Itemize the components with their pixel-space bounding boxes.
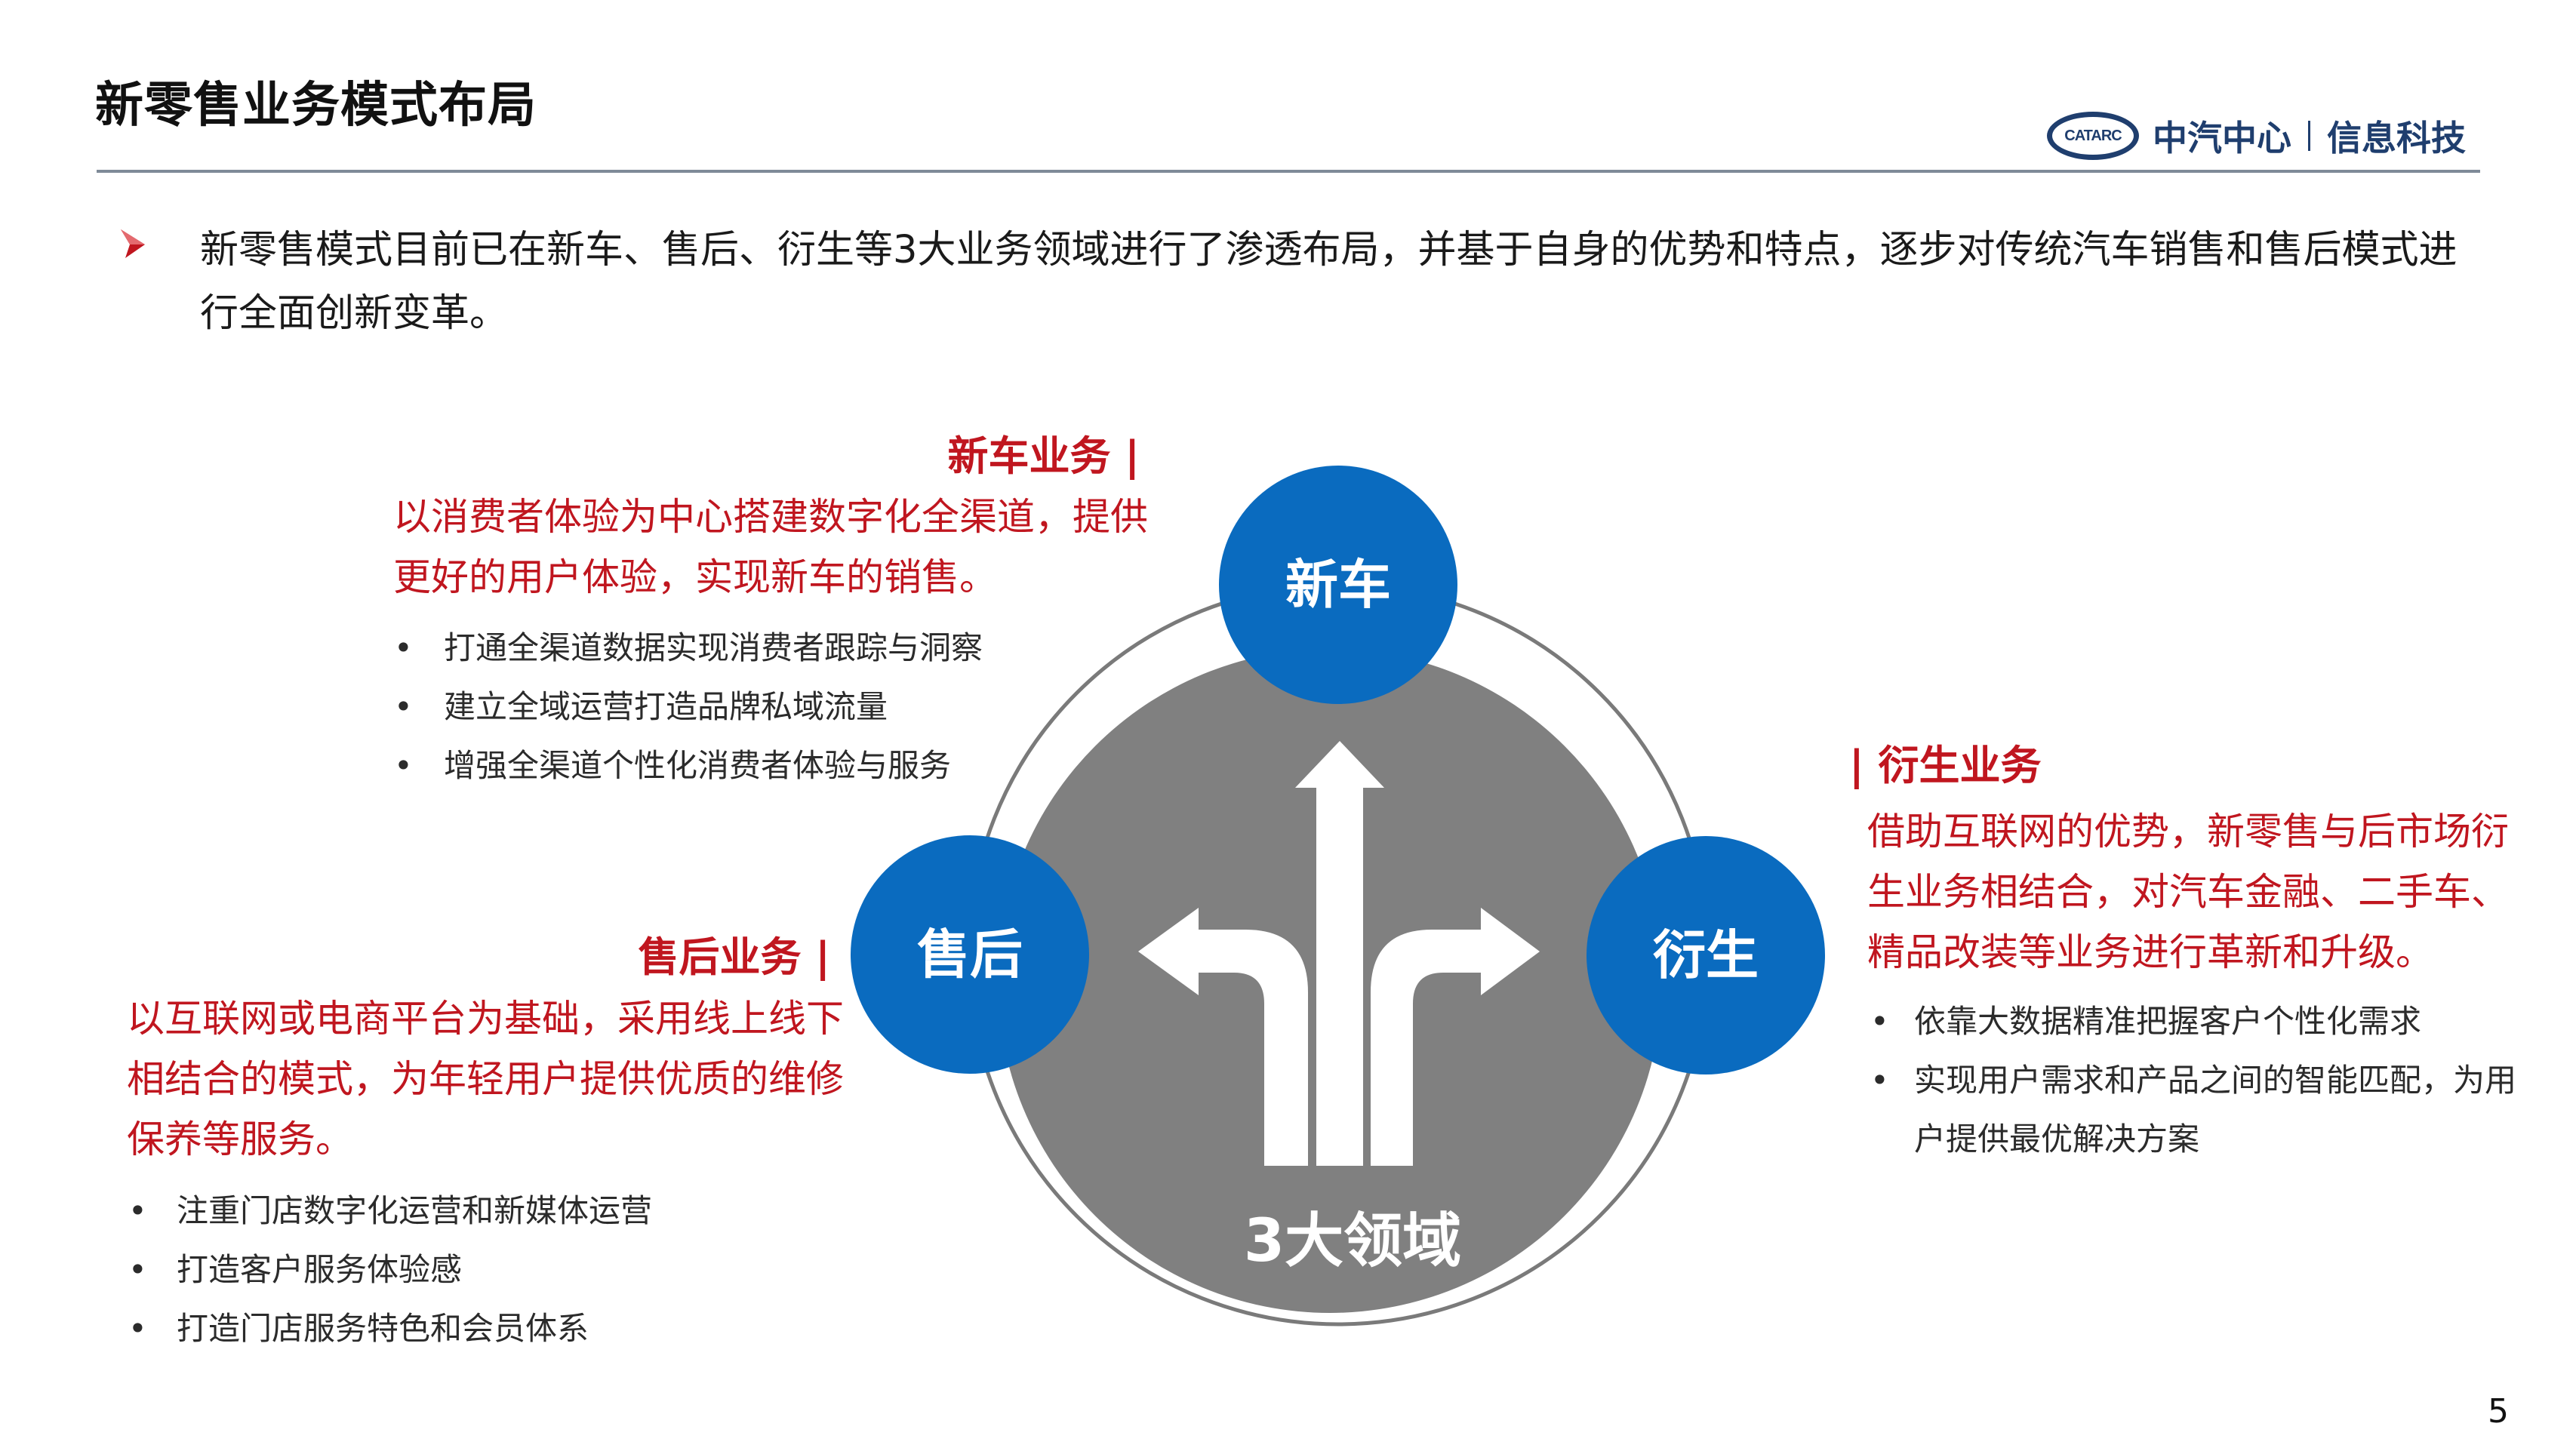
desc-line: 相结合的模式，为年轻用户提供优质的维修	[127, 1057, 844, 1101]
section-title-derivative: | 衍生业务	[1849, 742, 2042, 789]
org-logo: CATARC 中汽中心 信息科技	[2047, 106, 2466, 166]
list-item: •依靠大数据精准把握客户个性化需求	[1870, 992, 2550, 1051]
desc-line: 更好的用户体验，实现新车的销售。	[393, 555, 997, 599]
logo-dept-name: 信息科技	[2327, 118, 2466, 158]
bullet-dot-icon: •	[128, 1310, 147, 1347]
section-desc-after-sales: 以互联网或电商平台为基础，采用线上线下 相结合的模式，为年轻用户提供优质的维修 …	[127, 988, 882, 1170]
bullet-dot-icon: •	[394, 747, 413, 784]
list-item: •注重门店数字化运营和新媒体运营	[128, 1182, 808, 1240]
list-item: •建立全域运营打造品牌私域流量	[394, 678, 1073, 736]
red-arrow-bullet-icon	[121, 229, 145, 258]
desc-line: 生业务相结合，对汽车金融、二手车、	[1867, 870, 2509, 914]
list-item: 户提供最优解决方案	[1914, 1121, 2200, 1157]
section-title-new-car: 新车业务 |	[947, 432, 1140, 480]
list-item: •打造客户服务体验感	[128, 1240, 808, 1299]
desc-line: 保养等服务。	[127, 1118, 353, 1161]
bullet-dot-icon: •	[394, 688, 413, 725]
node-new-car	[1219, 466, 1457, 704]
bullet-list-new-car: •打通全渠道数据实现消费者跟踪与洞察 •建立全域运营打造品牌私域流量 •增强全渠…	[394, 619, 1073, 795]
node-after-sales-label: 售后	[917, 924, 1023, 985]
list-item: •增强全渠道个性化消费者体验与服务	[394, 736, 1073, 795]
bullet-dot-icon: •	[1870, 1062, 1889, 1099]
page-number: 5	[2488, 1392, 2509, 1431]
desc-line: 精品改装等业务进行革新和升级。	[1867, 930, 2433, 974]
intro-text: 新零售模式目前已在新车、售后、衍生等3大业务领域进行了渗透布局，并基于自身的优势…	[200, 228, 2458, 336]
bullet-list-after-sales: •注重门店数字化运营和新媒体运营 •打造客户服务体验感 •打造门店服务特色和会员…	[128, 1182, 808, 1358]
desc-line: 以互联网或电商平台为基础，采用线上线下	[127, 997, 844, 1041]
header-divider	[97, 170, 2480, 173]
node-new-car-label: 新车	[1285, 554, 1391, 616]
center-label: 3大领域	[1243, 1207, 1462, 1275]
bullet-list-derivative: •依靠大数据精准把握客户个性化需求 •实现用户需求和产品之间的智能匹配，为用 户…	[1870, 992, 2550, 1169]
section-title-after-sales: 售后业务 |	[638, 933, 830, 981]
bullet-dot-icon: •	[128, 1192, 147, 1229]
bullet-dot-icon: •	[128, 1251, 147, 1288]
bullet-dot-icon: •	[394, 629, 413, 666]
logo-divider	[2308, 121, 2310, 151]
section-desc-derivative: 借助互联网的优势，新零售与后市场衍 生业务相结合，对汽车金融、二手车、 精品改装…	[1867, 801, 2547, 982]
logo-org-name: 中汽中心	[2153, 118, 2291, 158]
section-desc-new-car: 以消费者体验为中心搭建数字化全渠道，提供 更好的用户体验，实现新车的销售。	[393, 487, 1178, 607]
catarc-logo-icon: CATARC	[2047, 112, 2139, 160]
desc-line: 以消费者体验为中心搭建数字化全渠道，提供	[393, 495, 1148, 539]
list-item: •打通全渠道数据实现消费者跟踪与洞察	[394, 619, 1073, 678]
node-after-sales	[851, 835, 1089, 1074]
node-derivative-label: 衍生	[1653, 924, 1759, 986]
desc-line: 借助互联网的优势，新零售与后市场衍	[1867, 810, 2509, 853]
three-way-arrows-icon	[1138, 741, 1540, 1166]
bullet-dot-icon: •	[1870, 1003, 1889, 1040]
list-item: •实现用户需求和产品之间的智能匹配，为用	[1870, 1051, 2550, 1110]
page-title: 新零售业务模式布局	[95, 78, 537, 134]
list-item: •打造门店服务特色和会员体系	[128, 1299, 808, 1358]
node-derivative	[1587, 836, 1825, 1074]
